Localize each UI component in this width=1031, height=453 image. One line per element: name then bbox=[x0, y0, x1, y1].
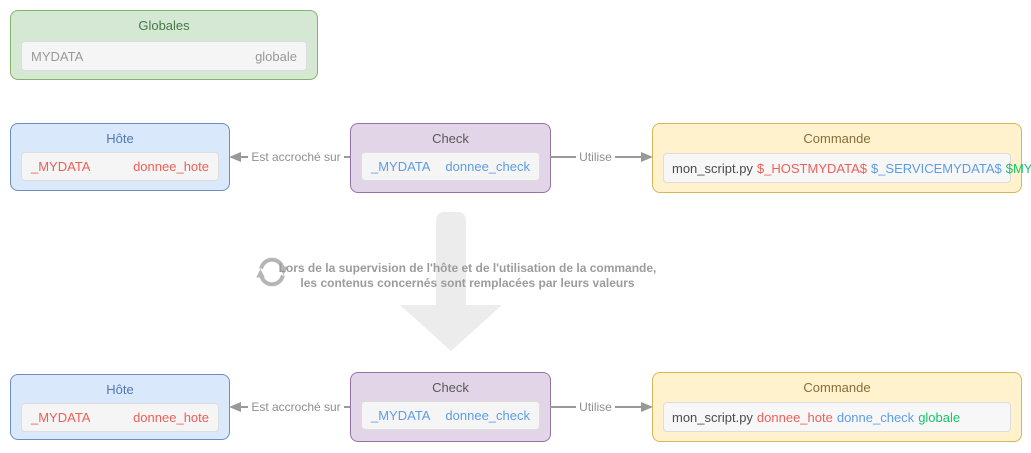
command-arg-global: $MYDATA$ bbox=[1005, 160, 1031, 176]
variable-name: _MYDATA bbox=[371, 159, 431, 174]
arrowhead-right-icon bbox=[641, 402, 654, 412]
command-arg-host: donnee_hote bbox=[756, 409, 833, 425]
variable-name: _MYDATA bbox=[31, 410, 91, 425]
command-arg-host: $_HOSTMYDATA$ bbox=[756, 160, 867, 176]
arrowhead-right-icon bbox=[641, 152, 654, 162]
hote-variable-field: _MYDATA donnee_hote bbox=[21, 403, 219, 432]
edge-line bbox=[343, 406, 351, 408]
arrowhead-left-icon bbox=[229, 402, 241, 412]
variable-value: donnee_check bbox=[445, 408, 530, 423]
check-title: Check bbox=[432, 380, 469, 395]
variable-value: donnee_hote bbox=[133, 159, 209, 174]
commande-title: Commande bbox=[803, 380, 871, 395]
variable-value: globale bbox=[255, 48, 297, 64]
caption: Lors de la supervision de l'hôte et de l… bbox=[265, 261, 670, 291]
check-variable-field: _MYDATA donnee_check bbox=[361, 152, 540, 181]
edge-line bbox=[614, 406, 642, 408]
check-title: Check bbox=[432, 131, 469, 146]
command-script: mon_script.py bbox=[672, 409, 753, 425]
edge-label: Utilise bbox=[579, 150, 612, 164]
variable-value: donnee_hote bbox=[133, 410, 209, 425]
edge-line bbox=[550, 156, 577, 158]
commande-node-bottom: Commande mon_script.py donnee_hote donne… bbox=[652, 372, 1022, 442]
edge-line bbox=[241, 156, 249, 158]
edge-line bbox=[241, 406, 249, 408]
globales-title: Globales bbox=[138, 18, 190, 33]
hote-title: Hôte bbox=[106, 131, 134, 146]
commande-title: Commande bbox=[803, 131, 871, 146]
edge-host-check-top: Est accroché sur bbox=[229, 147, 351, 167]
globales-node: Globales MYDATA globale bbox=[10, 10, 318, 80]
edge-host-check-bottom: Est accroché sur bbox=[229, 397, 351, 417]
edge-check-command-top: Utilise bbox=[550, 147, 654, 167]
check-node-top: Check _MYDATA donnee_check bbox=[350, 123, 551, 193]
globales-variable-field: MYDATA globale bbox=[21, 41, 307, 71]
variable-value: donnee_check bbox=[445, 159, 530, 174]
variable-name: _MYDATA bbox=[31, 159, 91, 174]
command-arg-service: donne_check bbox=[836, 409, 915, 425]
command-line-field: mon_script.py $_HOSTMYDATA$ $_SERVICEMYD… bbox=[663, 153, 1031, 183]
edge-line bbox=[343, 156, 351, 158]
caption-line2: les contenus concernés sont remplacées p… bbox=[300, 276, 635, 290]
hote-node-bottom: Hôte _MYDATA donnee_hote bbox=[10, 374, 230, 440]
caption-line1: Lors de la supervision de l'hôte et de l… bbox=[278, 261, 657, 275]
arrowhead-left-icon bbox=[229, 152, 241, 162]
big-down-arrow-icon bbox=[400, 212, 502, 351]
check-variable-field: _MYDATA donnee_check bbox=[361, 401, 540, 430]
edge-label: Est accroché sur bbox=[251, 150, 341, 164]
hote-title: Hôte bbox=[106, 382, 134, 397]
command-arg-service: $_SERVICEMYDATA$ bbox=[870, 160, 1002, 176]
edge-check-command-bottom: Utilise bbox=[550, 397, 654, 417]
commande-node-top: Commande mon_script.py $_HOSTMYDATA$ $_S… bbox=[652, 123, 1031, 193]
command-arg-global: globale bbox=[918, 409, 961, 425]
variable-name: _MYDATA bbox=[371, 408, 431, 423]
edge-label: Utilise bbox=[579, 400, 612, 414]
edge-line bbox=[614, 156, 642, 158]
edge-line bbox=[550, 406, 577, 408]
hote-node-top: Hôte _MYDATA donnee_hote bbox=[10, 123, 230, 191]
variable-name: MYDATA bbox=[31, 48, 84, 64]
hote-variable-field: _MYDATA donnee_hote bbox=[21, 152, 219, 181]
check-node-bottom: Check _MYDATA donnee_check bbox=[350, 372, 551, 442]
edge-label: Est accroché sur bbox=[251, 400, 341, 414]
refresh-icon bbox=[256, 257, 288, 287]
command-script: mon_script.py bbox=[672, 160, 753, 176]
command-line-field: mon_script.py donnee_hote donne_check gl… bbox=[663, 402, 1011, 432]
